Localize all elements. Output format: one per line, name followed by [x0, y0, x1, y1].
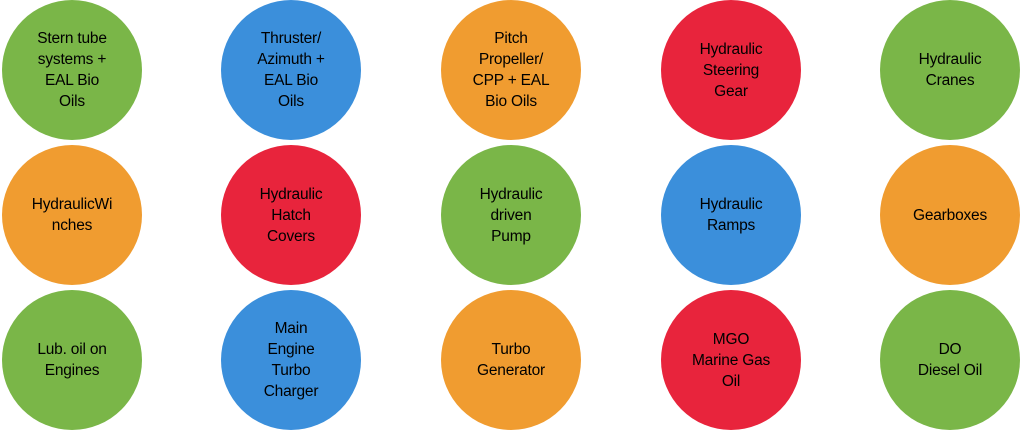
circle-thruster-azimuth: Thruster/ Azimuth + EAL Bio Oils — [221, 0, 361, 140]
circle-main-engine-turbo-charger: Main Engine Turbo Charger — [221, 290, 361, 430]
circle-label: Hydraulic driven Pump — [479, 185, 543, 245]
circle-hydraulic-driven-pump: Hydraulic driven Pump — [441, 145, 581, 285]
circle-label: Hydraulic Ramps — [699, 196, 763, 234]
circle-hydraulic-hatch-covers: Hydraulic Hatch Covers — [221, 145, 361, 285]
circle-label: MGO Marine Gas Oil — [691, 330, 771, 390]
circle-label: DO Diesel Oil — [917, 341, 983, 379]
circle-hydraulic-cranes: Hydraulic Cranes — [880, 0, 1020, 140]
circle-stern-tube-systems: Stern tube systems + EAL Bio Oils — [2, 0, 142, 140]
circle-turbo-generator: Turbo Generator — [441, 290, 581, 430]
circle-hydraulic-steering-gear: Hydraulic Steering Gear — [661, 0, 801, 140]
circle-label: Stern tube systems + EAL Bio Oils — [37, 30, 107, 110]
circle-label: Hydraulic Hatch Covers — [259, 185, 323, 245]
circle-label: Hydraulic Steering Gear — [699, 40, 763, 100]
circle-label: Main Engine Turbo Charger — [263, 320, 319, 400]
circle-do-diesel-oil: DO Diesel Oil — [880, 290, 1020, 430]
circle-pitch-propeller: Pitch Propeller/ CPP + EAL Bio Oils — [441, 0, 581, 140]
circle-label: Lub. oil on Engines — [37, 341, 107, 379]
circle-mgo-marine-gas-oil: MGO Marine Gas Oil — [661, 290, 801, 430]
circle-label: Turbo Generator — [477, 341, 545, 379]
circle-label: Hydraulic Cranes — [918, 51, 982, 89]
circle-label: Thruster/ Azimuth + EAL Bio Oils — [257, 30, 325, 110]
circle-hydraulic-ramps: Hydraulic Ramps — [661, 145, 801, 285]
circle-label: Gearboxes — [912, 206, 988, 224]
circle-gearboxes: Gearboxes — [880, 145, 1020, 285]
circle-label: Pitch Propeller/ CPP + EAL Bio Oils — [472, 30, 550, 110]
circle-hydraulic-winches: HydraulicWi nches — [2, 145, 142, 285]
circle-lub-oil-on-engines: Lub. oil on Engines — [2, 290, 142, 430]
circle-label: HydraulicWi nches — [31, 196, 113, 234]
